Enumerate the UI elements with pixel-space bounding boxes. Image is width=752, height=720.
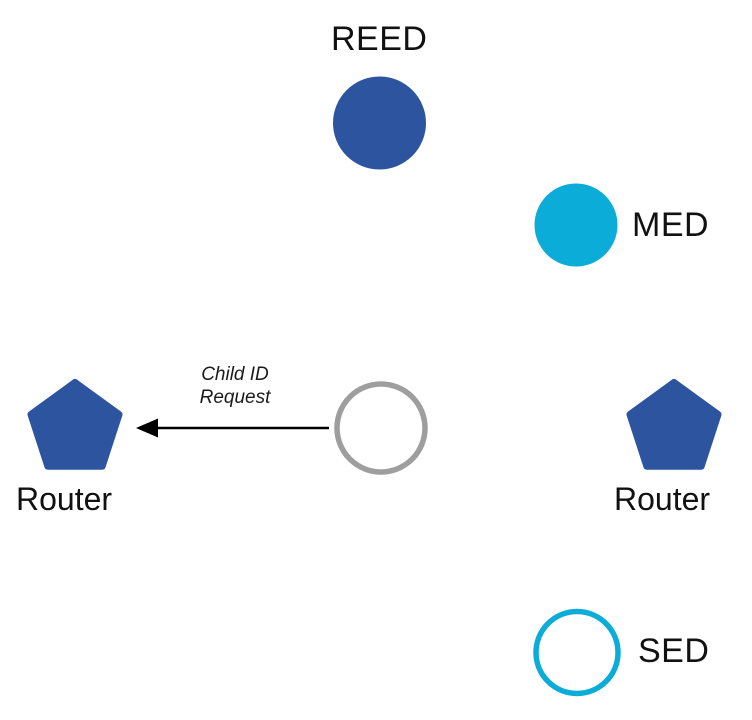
node-router-left-pentagon[interactable] [27,379,123,470]
node-label-reed: REED [331,20,428,58]
node-label-med: MED [632,206,710,244]
edge-child-id-request-arrow [136,418,329,438]
node-router-right-pentagon[interactable] [626,379,722,470]
node-sed-circle[interactable] [533,608,621,697]
edge-child-id-request-arrowhead [136,418,158,438]
node-label-router-left: Router [16,481,113,517]
node-label-router-right: Router [614,481,711,517]
edge-label-line-1: Child ID [201,364,269,385]
node-reed-circle[interactable] [333,76,426,170]
node-med-circle[interactable] [534,183,618,267]
node-joiner-circle[interactable] [334,381,428,475]
node-label-sed: SED [638,632,710,670]
edge-label-line-2: Request [199,387,271,408]
edge-label-child-id-request: Child ID Request [155,363,315,409]
